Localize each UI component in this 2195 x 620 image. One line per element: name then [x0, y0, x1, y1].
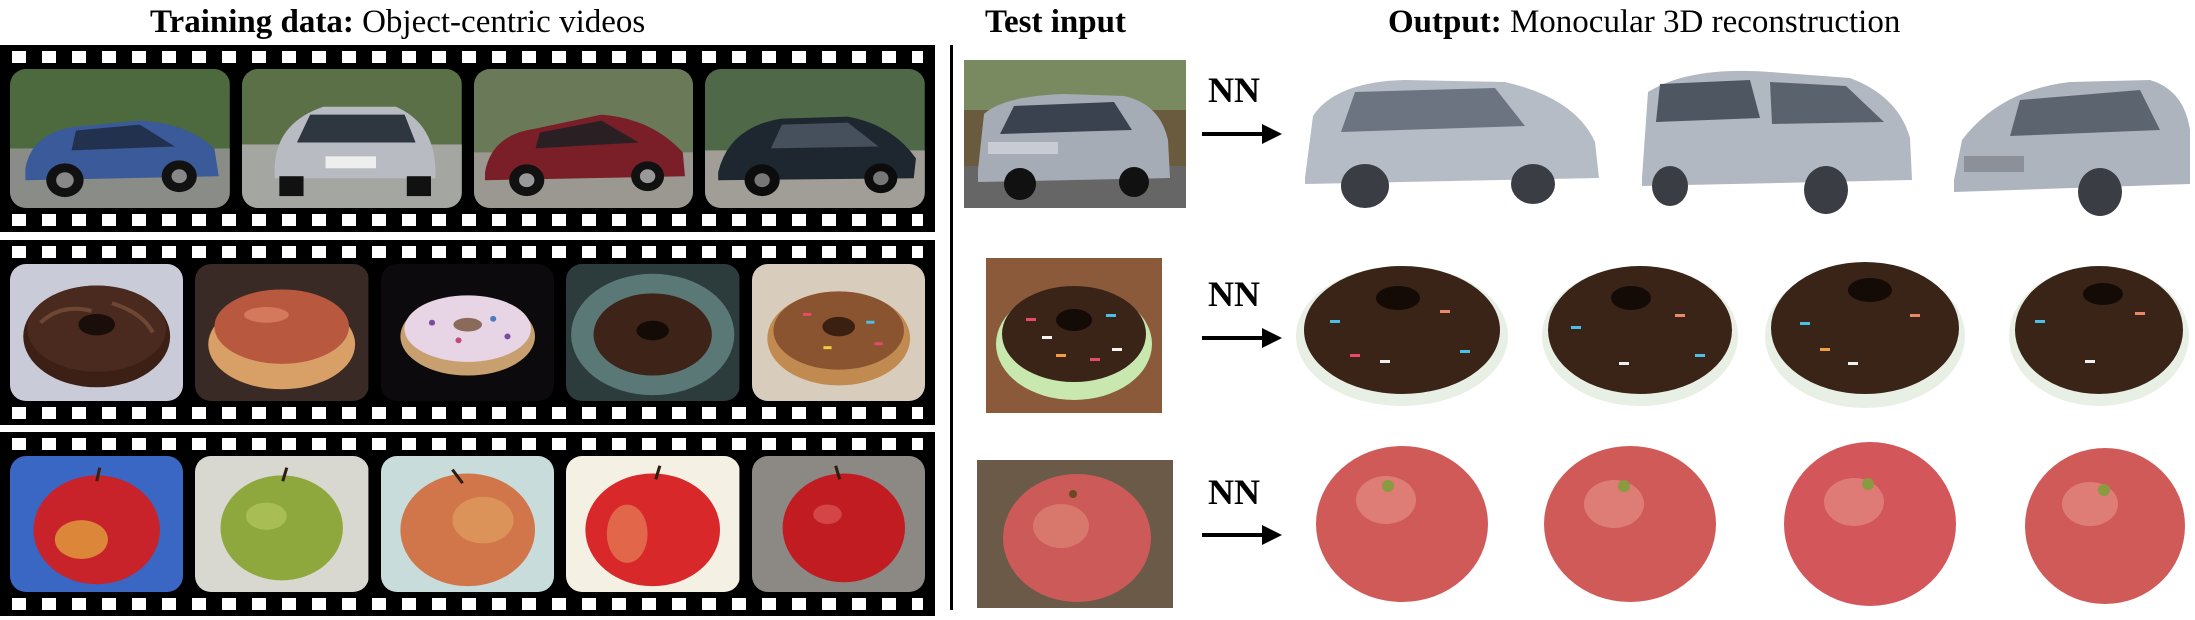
output-heading-bold: Output: — [1388, 4, 1502, 40]
output-donut-view — [1290, 250, 1515, 410]
film-sprockets-top — [12, 246, 923, 258]
output-apple-view — [1780, 436, 1960, 608]
test-input-heading-bold: Test input — [985, 4, 1126, 40]
test-input-donut — [986, 258, 1162, 413]
film-sprockets-top — [12, 438, 923, 450]
test-input-car — [964, 60, 1186, 208]
arrow-right-icon — [1202, 124, 1282, 144]
output-donut-view — [1760, 248, 1970, 412]
nn-label-cars: NN — [1208, 70, 1260, 110]
training-frame-apple — [380, 456, 555, 592]
film-sprockets-bottom — [12, 214, 923, 226]
film-strip-cars — [0, 45, 935, 232]
arrow-right-icon — [1202, 525, 1282, 545]
output-apple-view — [1312, 440, 1492, 605]
training-frame-donut — [195, 264, 369, 401]
output-donut-view — [2005, 250, 2193, 410]
output-apple-view — [2020, 442, 2190, 607]
training-frame-apple — [10, 456, 184, 592]
training-frame-apple — [751, 456, 926, 592]
film-strip-apples — [0, 432, 935, 616]
film-sprockets-bottom — [12, 407, 923, 419]
output-car-view — [1630, 58, 1920, 216]
nn-label-donuts: NN — [1208, 274, 1260, 314]
training-frame-donut — [380, 264, 555, 401]
training-frame-car — [473, 69, 694, 208]
output-car-view — [1295, 62, 1605, 212]
training-frame-apple — [566, 456, 740, 592]
output-car-view — [1950, 60, 2194, 220]
arrow-right-icon — [1202, 328, 1282, 348]
training-frame-donut — [10, 264, 184, 401]
output-donut-view — [1535, 252, 1745, 410]
training-frame-car — [10, 69, 230, 208]
training-data-heading-rest: Object-centric videos — [353, 4, 646, 40]
output-heading-rest: Monocular 3D reconstruction — [1501, 4, 1901, 40]
film-sprockets-bottom — [12, 598, 923, 610]
training-frame-donut — [751, 264, 926, 401]
test-input-apple — [977, 460, 1173, 608]
training-frame-car — [241, 69, 462, 208]
test-input-heading: Test input — [985, 2, 1126, 42]
training-frame-apple — [195, 456, 369, 592]
training-data-heading: Training data: Object-centric videos — [150, 2, 645, 42]
nn-label-apples: NN — [1208, 472, 1260, 512]
film-strip-donuts — [0, 240, 935, 425]
output-heading: Output: Monocular 3D reconstruction — [1388, 2, 1900, 42]
training-frame-car — [705, 69, 925, 208]
vertical-divider — [950, 45, 953, 610]
film-sprockets-top — [12, 51, 923, 63]
training-data-heading-bold: Training data: — [150, 4, 354, 40]
training-frame-donut — [566, 264, 740, 401]
output-apple-view — [1540, 440, 1720, 605]
